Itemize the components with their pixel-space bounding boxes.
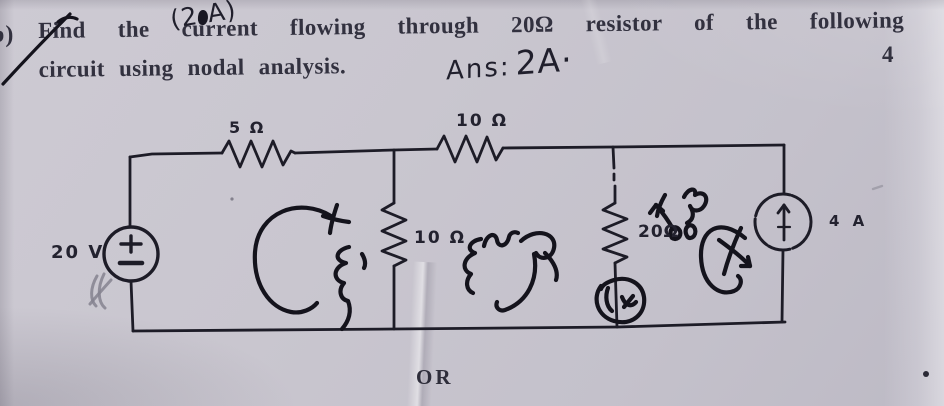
- resistor-5ohm-symbol: [220, 139, 297, 169]
- question-label: b): [0, 22, 15, 48]
- or-divider: OR: [416, 365, 454, 389]
- current-source-icon: [753, 192, 813, 252]
- annotation-open: (2: [168, 1, 201, 35]
- current-source-label: 4 A: [829, 212, 869, 230]
- resistor-20ohm-symbol: [601, 201, 629, 265]
- ink-blot: [197, 9, 209, 26]
- answer-prefix: Ans:: [446, 51, 511, 87]
- resistor-10ohm-middle-symbol: [380, 201, 408, 268]
- resistor-20ohm-label: 20Ω: [638, 222, 680, 242]
- question-line-2: circuit using nodal analysis.: [38, 53, 347, 82]
- resistor-10ohm-mid-label: 10 Ω: [414, 228, 467, 248]
- resistor-5ohm-label: 5 Ω: [229, 118, 266, 137]
- voltage-source-icon: [102, 225, 160, 283]
- handwritten-circled-mark: [594, 276, 647, 325]
- marks-value: 4: [882, 42, 894, 67]
- handwritten-scribble-mesh2: [462, 230, 559, 313]
- answer-value: 2A·: [515, 39, 573, 83]
- handwritten-answer-note: Ans: 2A·: [446, 40, 572, 88]
- question-line-1: Find the current flowing through 20Ω res…: [38, 7, 905, 43]
- paper-specks: [230, 184, 929, 377]
- handwritten-loop-annotation-mesh3: [698, 225, 753, 295]
- annotation-close: A): [205, 0, 239, 29]
- voltage-source-label: 20 V: [51, 242, 105, 263]
- handwritten-loop-annotation-mesh1: [252, 202, 368, 332]
- resistor-10ohm-top-symbol: [435, 134, 505, 164]
- pencil-mark: [88, 272, 113, 310]
- resistor-10ohm-top-label: 10 Ω: [456, 111, 509, 131]
